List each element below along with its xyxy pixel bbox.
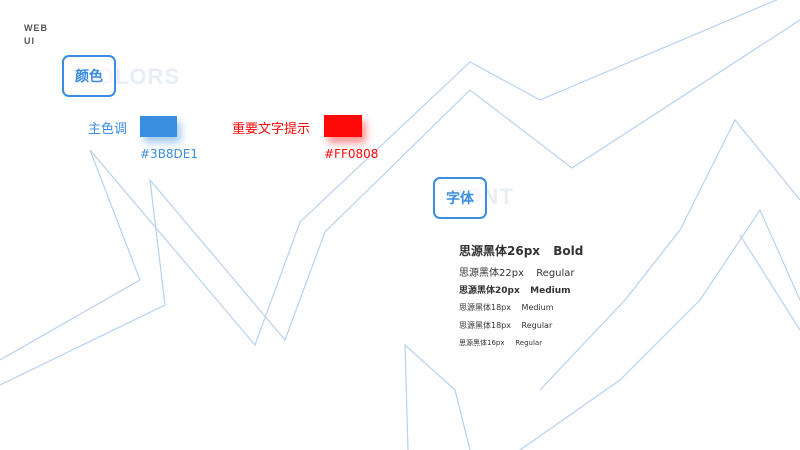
font-sample-name: 思源黑体16px <box>459 339 505 347</box>
font-sample-weight: Regular <box>536 268 575 279</box>
font-sample-name: 思源黑体18px <box>459 303 511 312</box>
primary-color-hex: #3B8DE1 <box>140 147 199 161</box>
font-sample-row: 思源黑体18px Regular <box>459 320 552 331</box>
brand-line-2: UI <box>24 36 35 46</box>
brand-line-1: WEB <box>24 23 48 33</box>
font-sample-name: 思源黑体20px <box>459 286 520 296</box>
font-sample-row: 思源黑体20px Medium <box>459 283 571 296</box>
font-sample-name: 思源黑体26px <box>459 244 541 258</box>
font-sample-weight: Bold <box>553 244 584 258</box>
font-section-tag: 字体 <box>433 177 487 219</box>
alert-color-hex: #FF0808 <box>324 147 379 161</box>
alert-color-swatch <box>324 115 362 137</box>
font-sample-name: 思源黑体22px <box>459 268 524 279</box>
primary-color-swatch <box>140 116 177 137</box>
font-sample-weight: Medium <box>530 286 571 296</box>
font-sample-weight: Regular <box>521 321 553 330</box>
brand-mark: WEB UI <box>24 22 48 48</box>
primary-color-label: 主色调 <box>88 122 128 137</box>
font-sample-weight: Medium <box>521 303 554 312</box>
font-sample-name: 思源黑体18px <box>459 321 511 330</box>
font-sample-row: 思源黑体16px Regular <box>459 338 542 348</box>
colors-section-tag: 颜色 <box>62 55 116 97</box>
font-sample-weight: Regular <box>515 339 543 347</box>
colors-tag-label: 颜色 <box>75 69 103 85</box>
alert-color-label: 重要文字提示 <box>232 122 311 137</box>
font-tag-label: 字体 <box>446 191 474 207</box>
font-sample-row: 思源黑体22px Regular <box>459 264 575 279</box>
font-sample-row: 思源黑体18px Medium <box>459 302 554 313</box>
font-sample-row: 思源黑体26px Bold <box>459 242 583 259</box>
